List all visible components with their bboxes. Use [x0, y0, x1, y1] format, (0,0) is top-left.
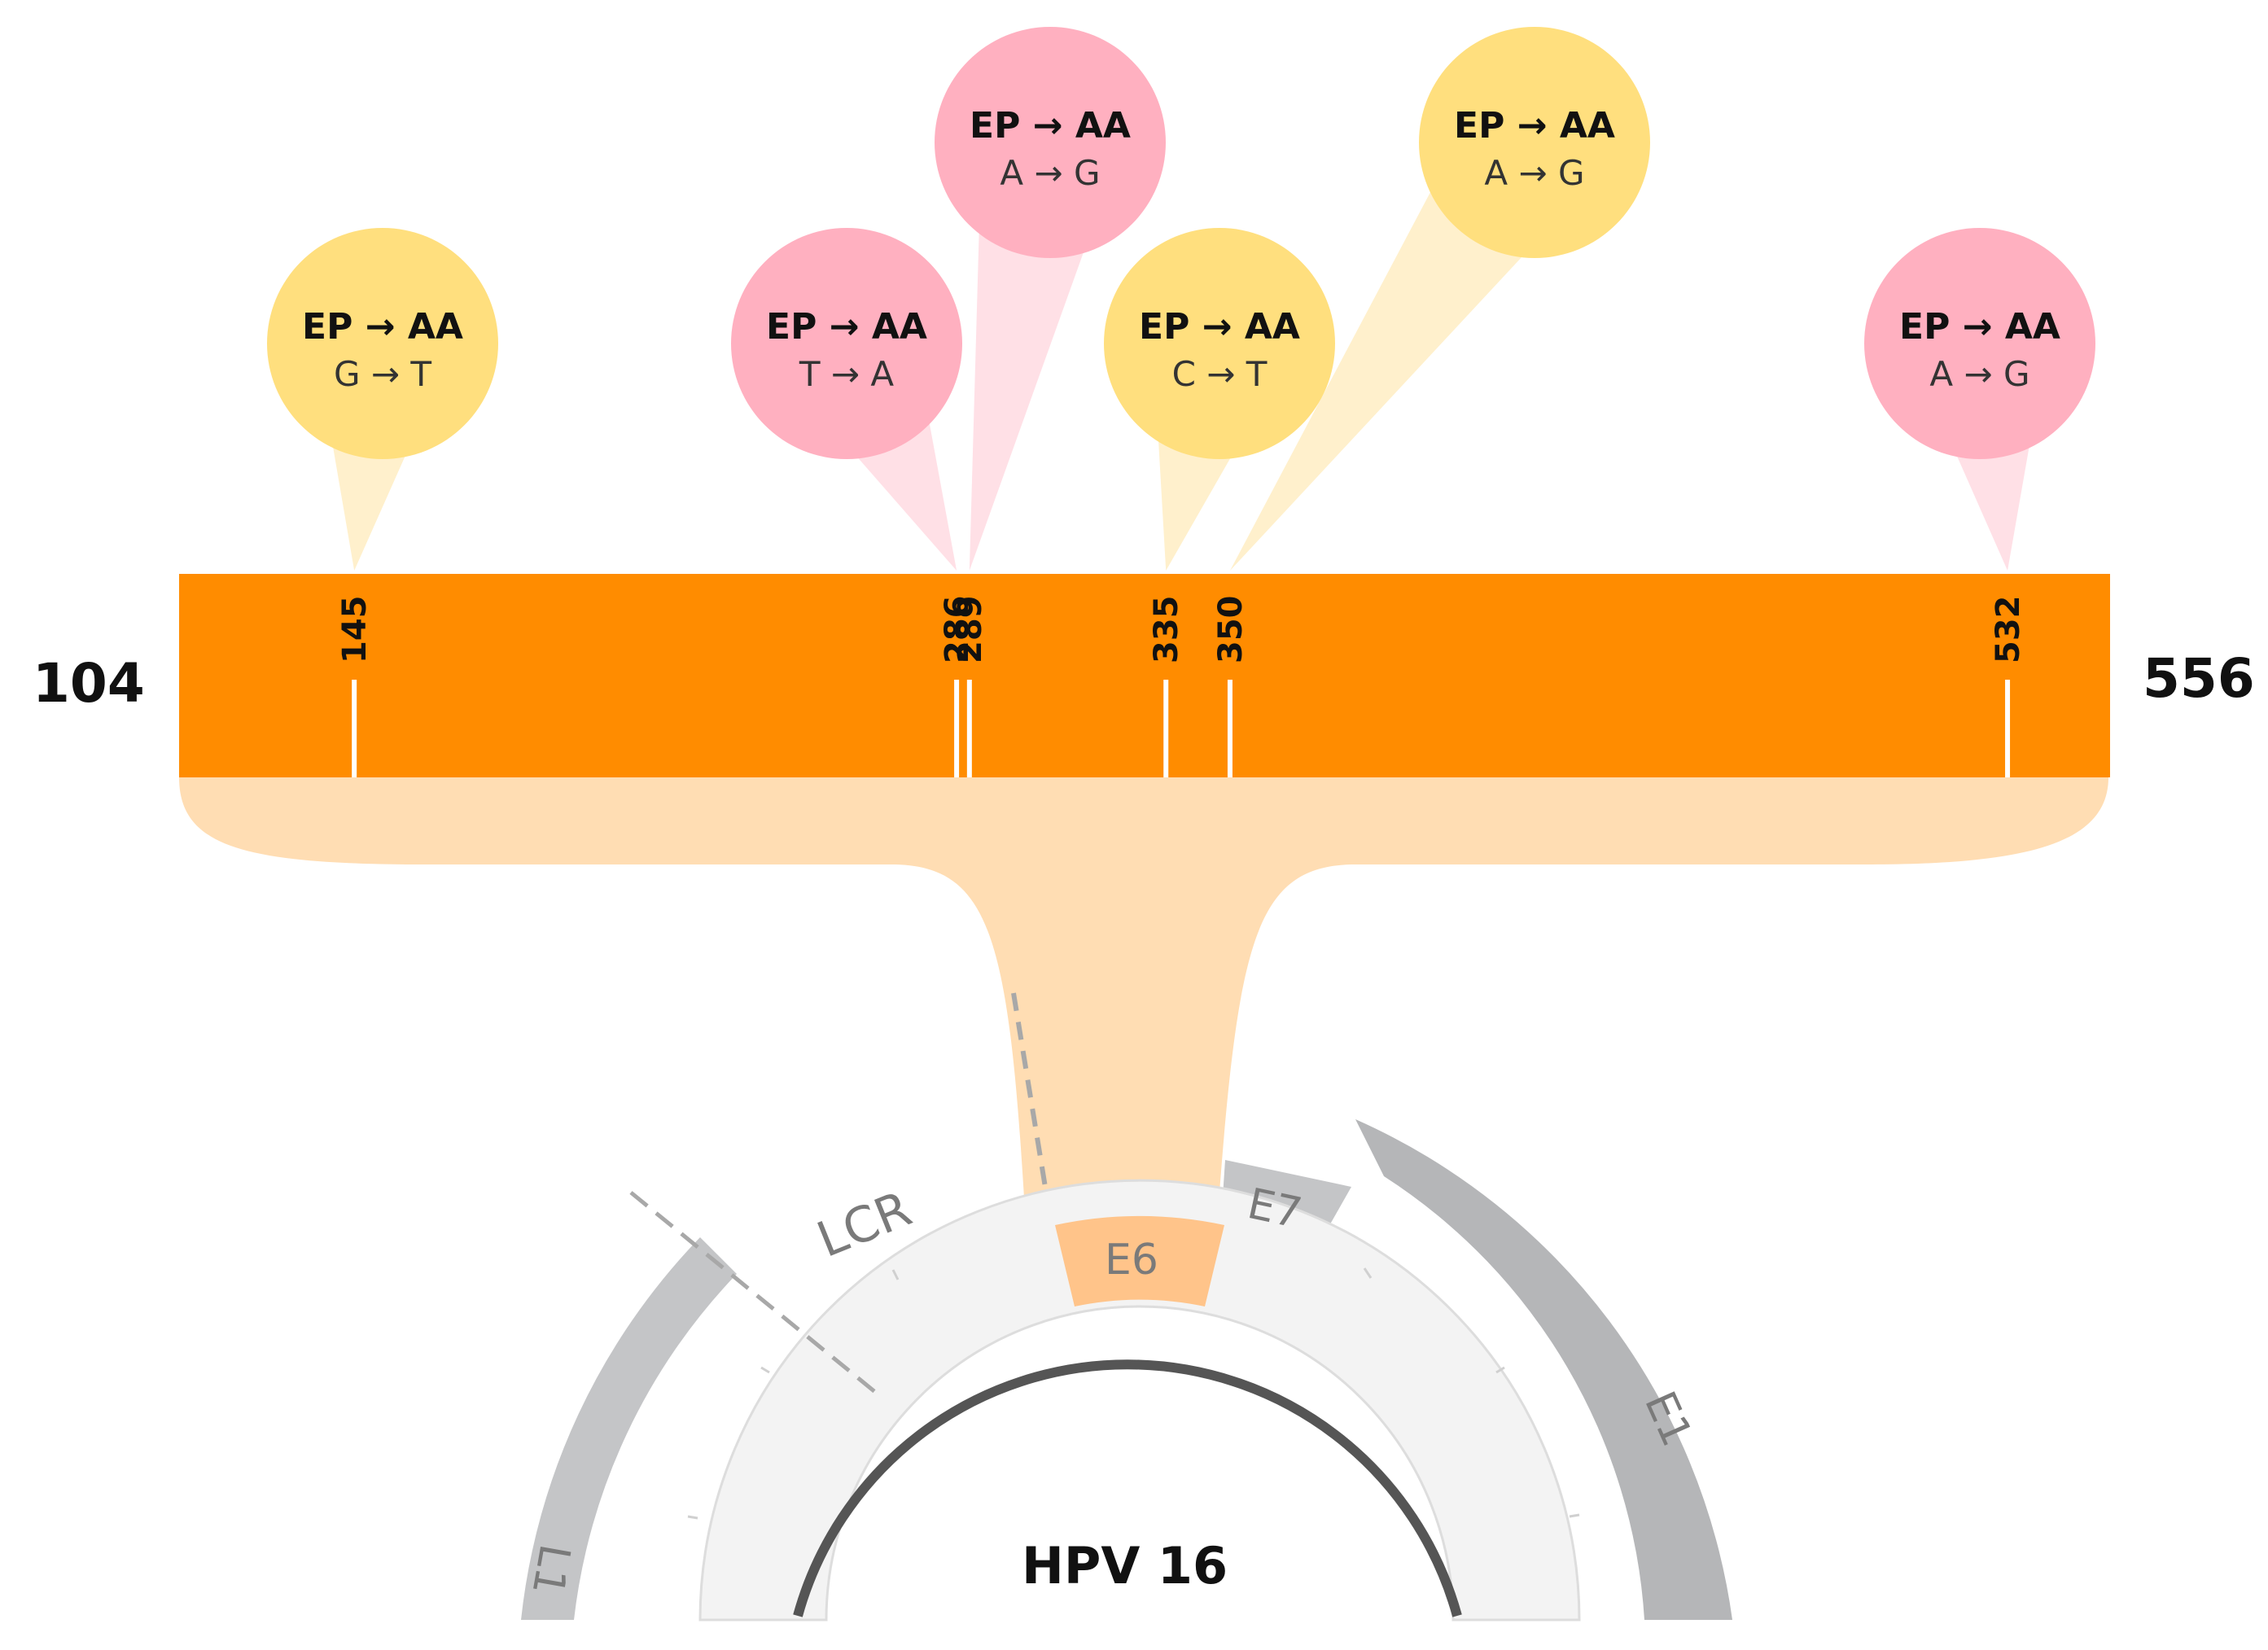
funnel-dash-line — [1011, 992, 1053, 1218]
variant-bubble-289 — [935, 27, 1166, 258]
variant-effect-335: EP → AA — [1139, 306, 1300, 348]
variant-substitution-145: G → T — [334, 354, 431, 394]
variant-substitution-335: C → T — [1172, 354, 1268, 394]
tick-label-350: 350 — [1212, 596, 1250, 664]
tick-label-532: 532 — [1990, 596, 2027, 664]
l1-gene-arc — [521, 1237, 737, 1620]
tick-label-335: 335 — [1148, 596, 1185, 664]
genome-backbone — [793, 1359, 1462, 1617]
variant-substitution-289: A → G — [1000, 153, 1100, 193]
variant-effect-350: EP → AA — [1454, 105, 1615, 147]
e7-label: E7 — [1243, 1180, 1306, 1238]
variant-bubble-350 — [1419, 27, 1650, 258]
genome-title: HPV 16 — [1022, 1536, 1228, 1595]
zoom-funnel — [179, 777, 2108, 1225]
variant-effect-286: EP → AA — [766, 306, 927, 348]
bar-start-label: 104 — [33, 652, 145, 715]
tick-label-145: 145 — [336, 596, 374, 664]
e1-gene-arc — [1355, 1119, 1732, 1620]
l1-label: L1 — [522, 1541, 579, 1600]
variant-bubbles: EP → AA G → T EP → AA T → A EP → AA A → G EP →… — [267, 27, 2095, 459]
variant-substitution-350: A → G — [1484, 153, 1584, 193]
variant-bubble-286 — [731, 228, 962, 459]
ring-ticks — [687, 1267, 1580, 1520]
variant-substitution-532: A → G — [1929, 354, 2029, 394]
variant-bubble-335 — [1104, 228, 1335, 459]
e6-gene-segment — [1055, 1215, 1224, 1306]
genome-ring-band — [698, 1179, 1581, 1622]
bar-end-label: 556 — [2143, 647, 2255, 710]
lcr-dash-line — [629, 1191, 877, 1394]
tick-label-289: 289 — [952, 596, 989, 664]
tick-label-286: 286 — [939, 596, 976, 664]
variant-effect-289: EP → AA — [970, 105, 1131, 147]
variant-bubble-145 — [267, 228, 498, 459]
variant-substitution-286: T → A — [799, 354, 895, 394]
e6-gene-bar — [179, 574, 2110, 777]
variant-effect-532: EP → AA — [1899, 306, 2060, 348]
e6-label: E6 — [1105, 1236, 1158, 1285]
variant-effect-145: EP → AA — [302, 306, 463, 348]
variant-bubble-532 — [1864, 228, 2095, 459]
